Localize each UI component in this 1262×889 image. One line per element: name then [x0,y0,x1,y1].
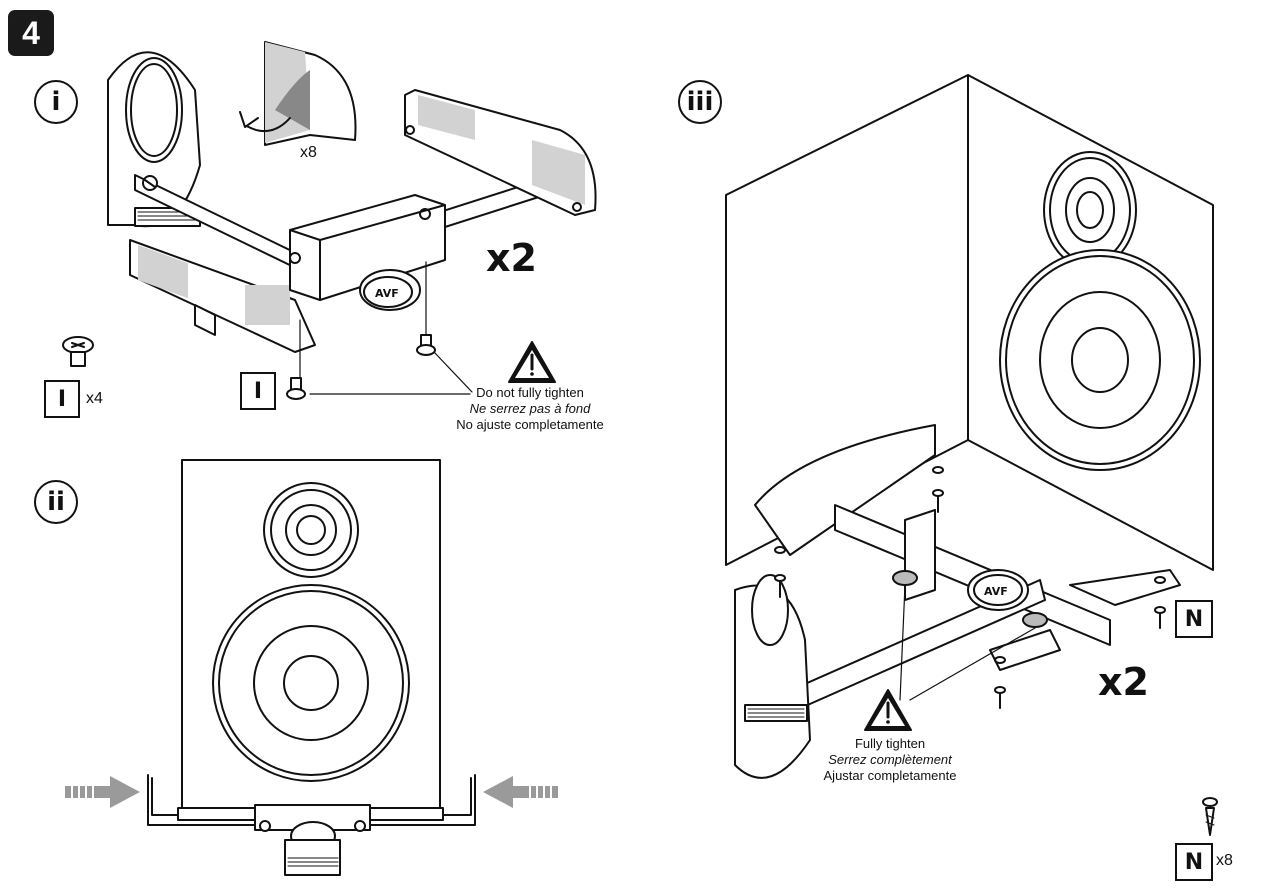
part-n-code-assembly: N [1184,606,1204,632]
wood-screw-icon [774,546,786,598]
part-n-quantity: x8 [1216,852,1233,869]
warning-full-es: Ajustar completamente [823,768,957,783]
part-i-box: I [44,380,80,418]
wood-screw-icon [932,466,944,513]
panel-i-knob-housing [107,51,201,228]
panel-i-screws [62,261,473,400]
panel-ii-speaker-front [181,459,441,816]
part-i-quantity: x4 [86,390,103,407]
wood-screw-icon [994,656,1006,709]
warning-en: Do not fully tighten [476,385,584,400]
panel-iii-speaker-cabinet [725,74,1214,571]
panel-i-right-plate [404,89,597,216]
brand-logo-icon: AVF [984,585,1008,598]
wood-screw-icon [1202,797,1218,836]
warning-text-partial: Do not fully tighten Ne serrez pas à fon… [440,385,620,433]
part-n-box-assembly: N [1175,600,1213,638]
screw-icon [286,377,306,400]
brand-logo-icon: AVF [375,287,399,300]
panel-iii-label: iii [678,80,722,124]
step-number-badge: 4 [8,10,54,56]
peel-quantity: x8 [300,144,317,161]
panel-i-label: i [34,80,78,124]
part-n-code: N [1184,849,1204,875]
arrow-icon [65,776,140,808]
screw-icon [62,336,94,367]
panel-ii-label-text: ii [47,487,65,517]
warning-fr: Ne serrez pas à fond [469,401,591,416]
peel-arrow-icon [244,117,291,133]
warning-full-en: Fully tighten [854,736,926,751]
panel-i-adhesive-pad [239,41,357,146]
part-i-box-assembly: I [240,372,276,410]
panel-ii-label: ii [34,480,78,524]
warning-text-full: Fully tighten Serrez complètement Ajusta… [800,736,980,784]
panel-iii-bracket-underside: AVF [734,424,1181,779]
part-n-box: N [1175,843,1213,881]
panel-iii-wood-screws [774,466,1218,836]
panel-i-label-text: i [51,87,61,117]
panel-i-bracket-quantity: x2 [486,236,537,280]
warning-icon [864,689,912,731]
panel-ii-bracket-front [147,774,476,876]
arrow-icon [483,776,558,808]
warning-icon [508,341,556,383]
screw-icon [416,334,436,356]
warning-es: No ajuste completamente [456,417,604,432]
warning-full-fr: Serrez complètement [828,752,952,767]
step-number: 4 [22,14,40,51]
part-i-code: I [57,386,67,412]
panel-iii-label-text: iii [686,87,714,117]
panel-i-bracket-arms [129,174,316,353]
part-i-code-assembly: I [253,378,263,404]
wood-screw-icon [1154,576,1166,629]
panel-iii-bracket-quantity: x2 [1098,660,1149,704]
